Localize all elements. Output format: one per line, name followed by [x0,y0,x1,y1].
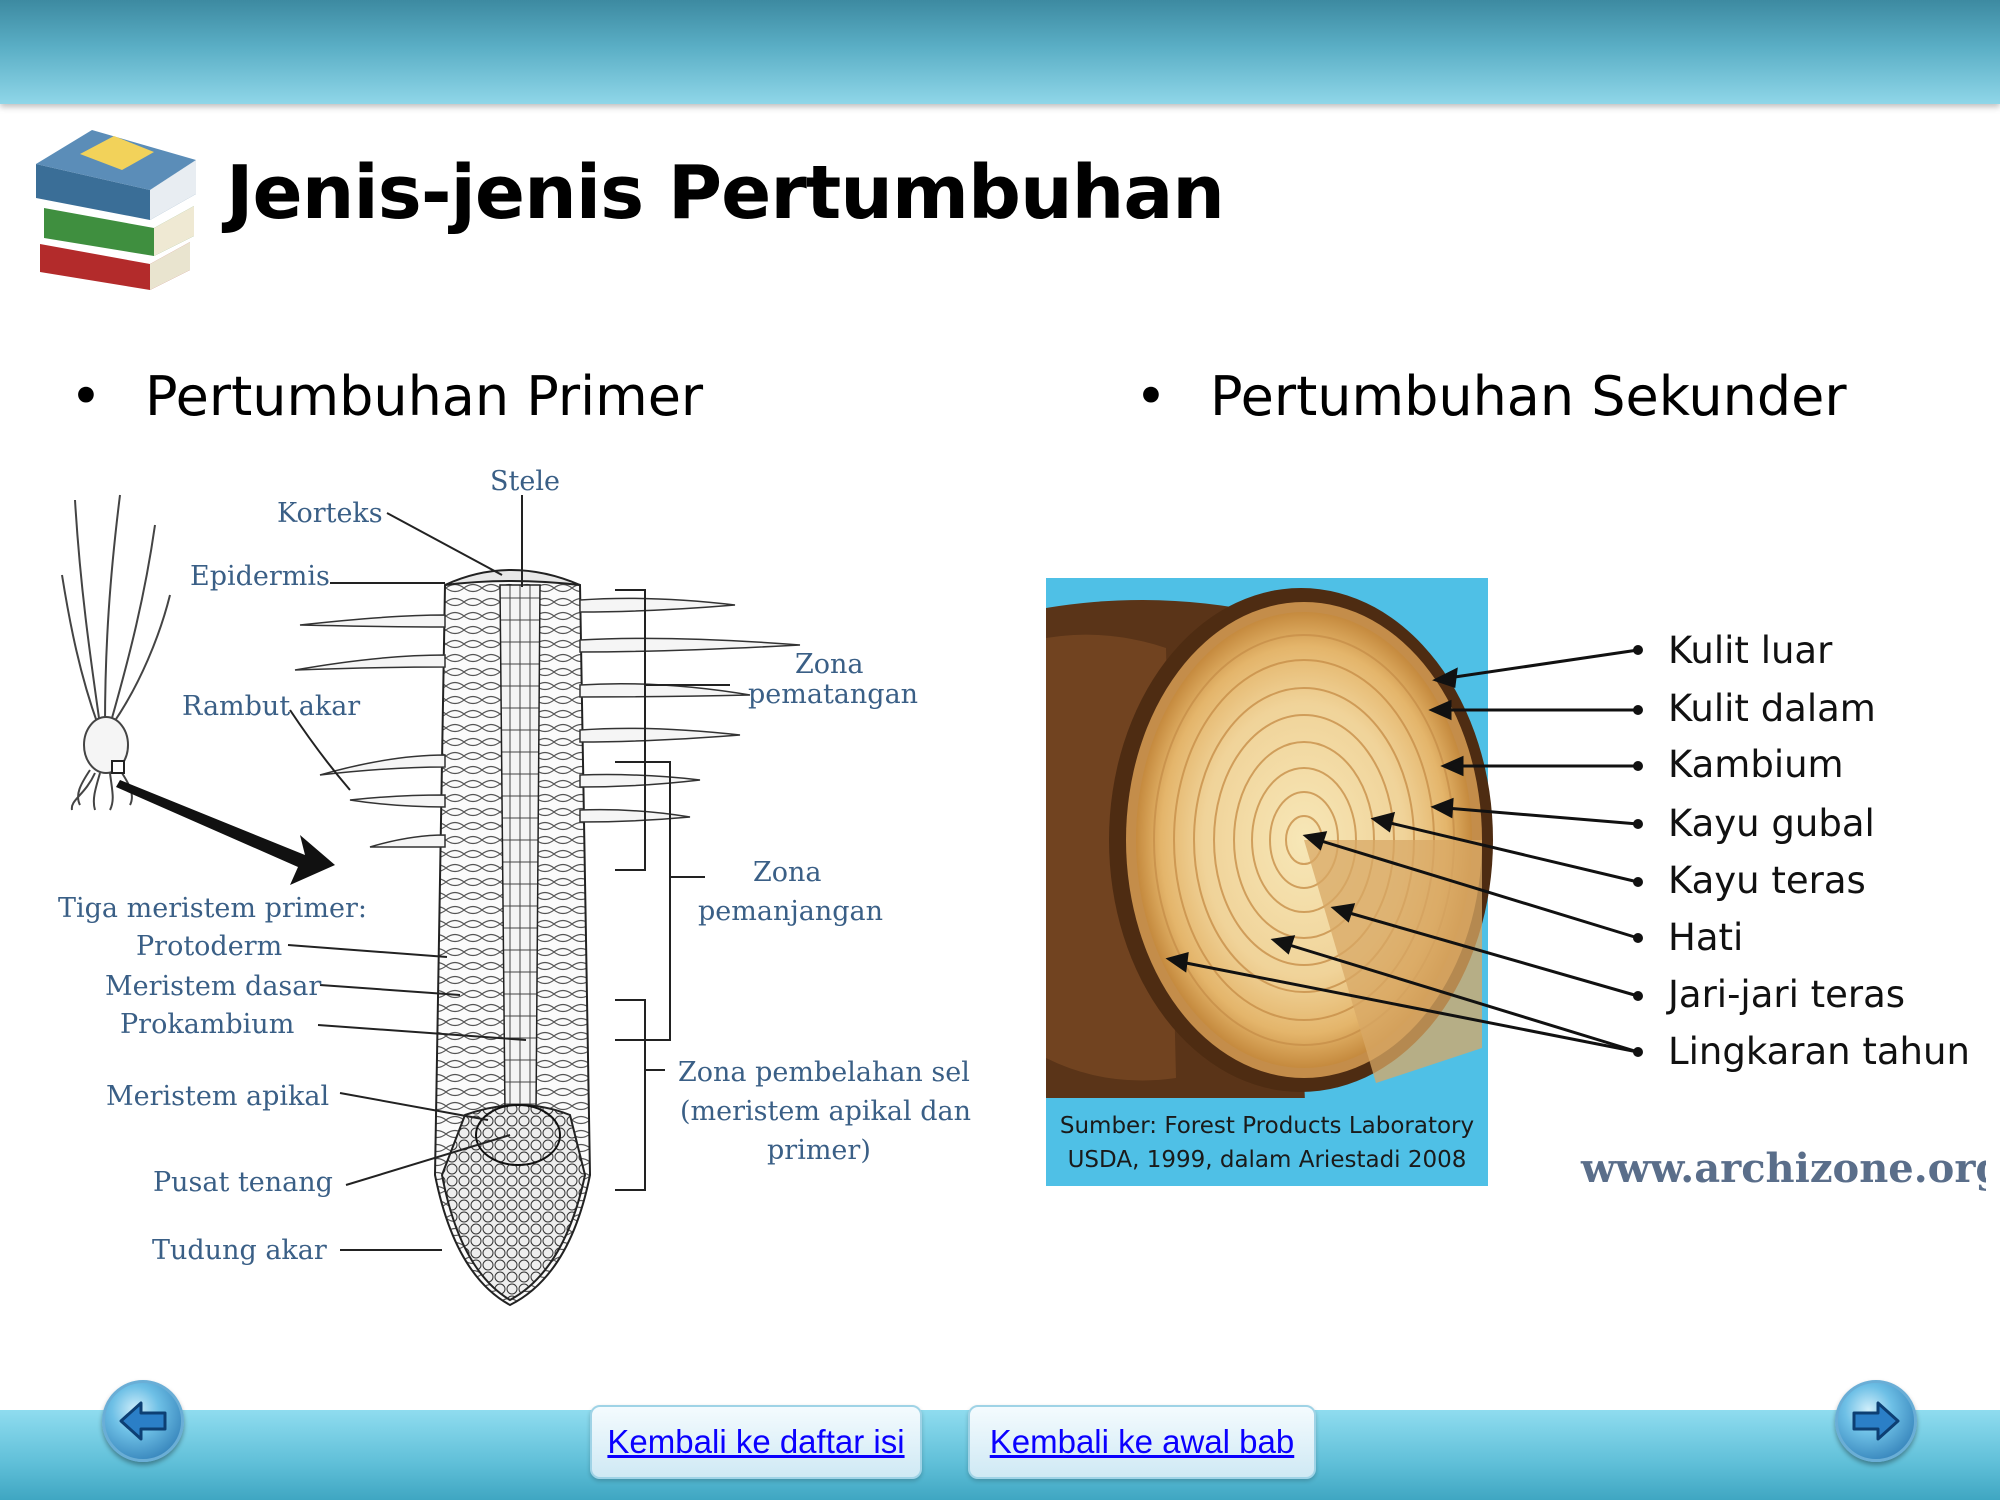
label-rambut-akar: Rambut akar [182,691,360,722]
label-stele: Stele [490,466,560,497]
label-lingkaran-tahun: Lingkaran tahun [1668,1030,1970,1073]
top-banner [0,0,2000,104]
label-pusat-tenang: Pusat tenang [153,1167,333,1198]
label-kayu-gubal: Kayu gubal [1668,802,1875,845]
previous-slide-button[interactable] [102,1380,184,1462]
toc-link-button[interactable]: Kembali ke daftar isi [590,1405,922,1479]
label-zona-pematangan-1: Zona [795,649,864,680]
label-prokambium: Prokambium [120,1009,294,1040]
label-zona-pembelahan-1: Zona pembelahan sel [678,1057,970,1088]
root-primary-growth-figure: Stele Korteks Epidermis Rambut akar Zona… [50,455,980,1310]
label-kambium: Kambium [1668,743,1844,786]
slide-title: Jenis-jenis Pertumbuhan [226,150,1224,236]
label-zona-pemanjangan-2: pemanjangan [698,896,883,927]
toc-link[interactable]: Kembali ke daftar isi [607,1423,904,1461]
label-tudung-akar: Tudung akar [152,1235,327,1266]
pointer-arrow [116,780,335,885]
source-line-1: Sumber: Forest Products Laboratory [1060,1113,1474,1139]
chapter-start-link[interactable]: Kembali ke awal bab [990,1423,1295,1461]
books-icon [30,124,202,290]
plant-sketch [62,495,170,810]
bullet-marker: • [70,365,102,428]
label-tiga-meristem: Tiga meristem primer: [58,893,367,924]
label-hati: Hati [1668,916,1743,959]
bullet-marker: • [1135,365,1167,428]
source-line-2: USDA, 1999, dalam Ariestadi 2008 [1068,1147,1467,1173]
label-meristem-apikal: Meristem apikal [106,1081,329,1112]
root-section [295,570,800,1305]
label-korteks: Korteks [277,498,383,529]
label-zona-pembelahan-3: primer) [767,1135,871,1166]
label-kulit-dalam: Kulit dalam [1668,687,1876,730]
label-kulit-luar: Kulit luar [1668,629,1833,672]
label-kayu-teras: Kayu teras [1668,859,1866,902]
label-jari-jari-teras: Jari-jari teras [1666,973,1905,1016]
next-slide-button[interactable] [1835,1380,1917,1462]
chapter-link-button[interactable]: Kembali ke awal bab [968,1405,1316,1479]
watermark: www.archizone.org [1580,1145,1986,1192]
right-heading: Pertumbuhan Sekunder [1210,365,1847,428]
tree-trunk-cross-section-figure: Sumber: Forest Products Laboratory USDA,… [1046,578,1986,1210]
arrow-right-icon [1850,1397,1902,1445]
label-zona-pematangan-2: pematangan [748,679,918,710]
label-zona-pemanjangan-1: Zona [753,857,822,888]
label-protoderm: Protoderm [136,931,282,962]
label-epidermis: Epidermis [190,561,330,592]
label-meristem-dasar: Meristem dasar [105,971,321,1002]
left-heading: Pertumbuhan Primer [145,365,703,428]
arrow-left-icon [117,1397,169,1445]
label-zona-pembelahan-2: (meristem apikal dan [680,1096,971,1127]
